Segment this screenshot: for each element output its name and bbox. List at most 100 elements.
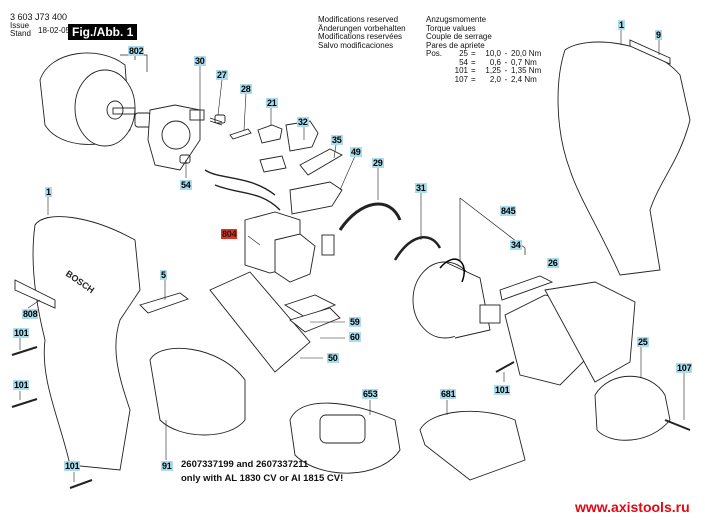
part-label-808[interactable]: 808 <box>22 309 39 319</box>
housing-left-drawing: BOSCH <box>32 216 141 471</box>
part-label-32[interactable]: 32 <box>297 117 309 127</box>
battery-drawing <box>149 347 246 436</box>
issue-label-de: Stand <box>10 29 31 38</box>
torque-min: 2,0 <box>489 74 501 84</box>
cover-drawing <box>419 410 526 481</box>
torque-row: 101 = 1,25 - 1,35 Nm <box>426 66 542 76</box>
part-label-27[interactable]: 27 <box>216 70 228 80</box>
pos-label: Pos. <box>426 49 443 58</box>
torque-table: Anzugsmomente Torque values Couple de se… <box>426 15 542 85</box>
part-29-drawing <box>338 202 402 231</box>
part-31-drawing <box>393 236 442 261</box>
part-label-60[interactable]: 60 <box>349 332 361 342</box>
part-21-drawing <box>257 124 283 144</box>
switch-drawing <box>244 211 335 283</box>
torque-max: 1,35 Nm <box>511 66 542 75</box>
part-label-50[interactable]: 50 <box>327 353 339 363</box>
housing-right-drawing <box>557 41 691 276</box>
modifications-notice: Modifications reserved Änderungen vorbeh… <box>318 15 406 50</box>
part-label-29[interactable]: 29 <box>372 158 384 168</box>
torque-row: 107 = 2,0 - 2,4 Nm <box>426 74 541 85</box>
part-label-804[interactable]: 804 <box>221 229 238 239</box>
torque-min: 10,0 <box>485 49 501 58</box>
torque-title: Anzugsmomente <box>426 15 487 24</box>
part-label-107[interactable]: 107 <box>676 363 693 373</box>
part-label-681[interactable]: 681 <box>440 389 457 399</box>
part-label-1[interactable]: 1 <box>618 20 625 30</box>
spring-drawing <box>209 117 223 126</box>
part-label-54[interactable]: 54 <box>180 180 192 190</box>
wiring-drawing <box>204 169 281 211</box>
part-label-91[interactable]: 91 <box>161 461 173 471</box>
part-label-59[interactable]: 59 <box>349 317 361 327</box>
part-label-1[interactable]: 1 <box>45 187 52 197</box>
issue-date: 18-02-05 <box>38 26 71 35</box>
chuck-drawing <box>594 375 671 441</box>
range-dash: - <box>504 66 508 75</box>
torque-title: Couple de serrage <box>426 32 492 41</box>
figure-label: Fig./Abb. 1 <box>68 24 138 40</box>
part-label-653[interactable]: 653 <box>362 389 379 399</box>
screw-101-drawing <box>11 398 38 408</box>
part-label-101[interactable]: 101 <box>13 328 30 338</box>
torque-row: 54 = 0,6 - 0,7 Nm <box>426 57 541 68</box>
bearing-plate-drawing <box>147 104 226 171</box>
charger-window <box>319 414 366 444</box>
torque-min: 1,25 <box>485 66 501 75</box>
part-59-drawing <box>283 294 337 318</box>
part-49-drawing <box>289 181 343 215</box>
document-number: 3 603 J73 400 <box>10 12 68 22</box>
pin-drawing <box>229 128 252 140</box>
screw-101-drawing <box>495 361 515 373</box>
torque-pos: 107 <box>454 74 468 84</box>
screw-107-drawing <box>664 419 691 431</box>
equals-sign: = <box>471 49 476 58</box>
part-label-31[interactable]: 31 <box>415 183 427 193</box>
range-dash: - <box>504 57 508 67</box>
part-label-101[interactable]: 101 <box>64 461 81 471</box>
range-dash: - <box>504 74 508 84</box>
gear-housing-rear-drawing <box>544 281 636 383</box>
part-label-845[interactable]: 845 <box>500 206 517 216</box>
part-9-drawing <box>629 39 671 65</box>
torque-max: 0,7 Nm <box>511 57 537 67</box>
torque-pos: 54 <box>459 57 468 67</box>
part-label-35[interactable]: 35 <box>331 135 343 145</box>
part-label-21[interactable]: 21 <box>266 98 278 108</box>
equals-sign: = <box>471 57 476 67</box>
part-808-drawing <box>14 279 56 309</box>
torque-title: Pares de apriete <box>426 40 485 50</box>
part-label-802[interactable]: 802 <box>128 46 145 56</box>
part-label-9[interactable]: 9 <box>655 30 662 40</box>
watermark-url[interactable]: www.axistools.ru <box>575 499 690 515</box>
part-label-26[interactable]: 26 <box>547 258 559 268</box>
battery-note-line2: only with AL 1830 CV or AI 1815 CV! <box>181 473 344 484</box>
part-5-drawing <box>139 292 189 314</box>
charger-drawing <box>289 402 401 474</box>
part-label-34[interactable]: 34 <box>510 240 522 250</box>
torque-max: 2,4 Nm <box>511 74 537 84</box>
part-60-drawing <box>289 307 341 333</box>
torque-min: 0,6 <box>489 57 501 67</box>
battery-note: 2607337199 and 2607337211 only with AL 1… <box>164 458 343 486</box>
equals-sign: = <box>471 66 476 75</box>
modifications-line: Änderungen vorbehalten <box>318 23 406 33</box>
part-label-5[interactable]: 5 <box>160 270 167 280</box>
modifications-line: Modifications reserved <box>318 15 399 24</box>
part-label-101[interactable]: 101 <box>494 385 511 395</box>
torque-row: Pos. 25 = 10,0 - 20,0 Nm <box>426 49 541 59</box>
part-label-30[interactable]: 30 <box>194 56 206 66</box>
torque-title: Torque values <box>426 23 476 33</box>
screw-101-drawing <box>11 346 38 356</box>
part-label-101[interactable]: 101 <box>13 380 30 390</box>
part-label-49[interactable]: 49 <box>350 147 362 157</box>
leader-lines <box>19 30 685 482</box>
torque-pos: 25 <box>459 49 468 58</box>
part-label-25[interactable]: 25 <box>637 337 649 347</box>
part-35-drawing <box>299 148 343 176</box>
issue-label: Issue Stand <box>10 22 31 38</box>
part-label-28[interactable]: 28 <box>240 84 252 94</box>
modifications-line: Modifications reservées <box>318 32 403 41</box>
battery-note-line1: 2607337199 and 2607337211 <box>181 459 309 470</box>
